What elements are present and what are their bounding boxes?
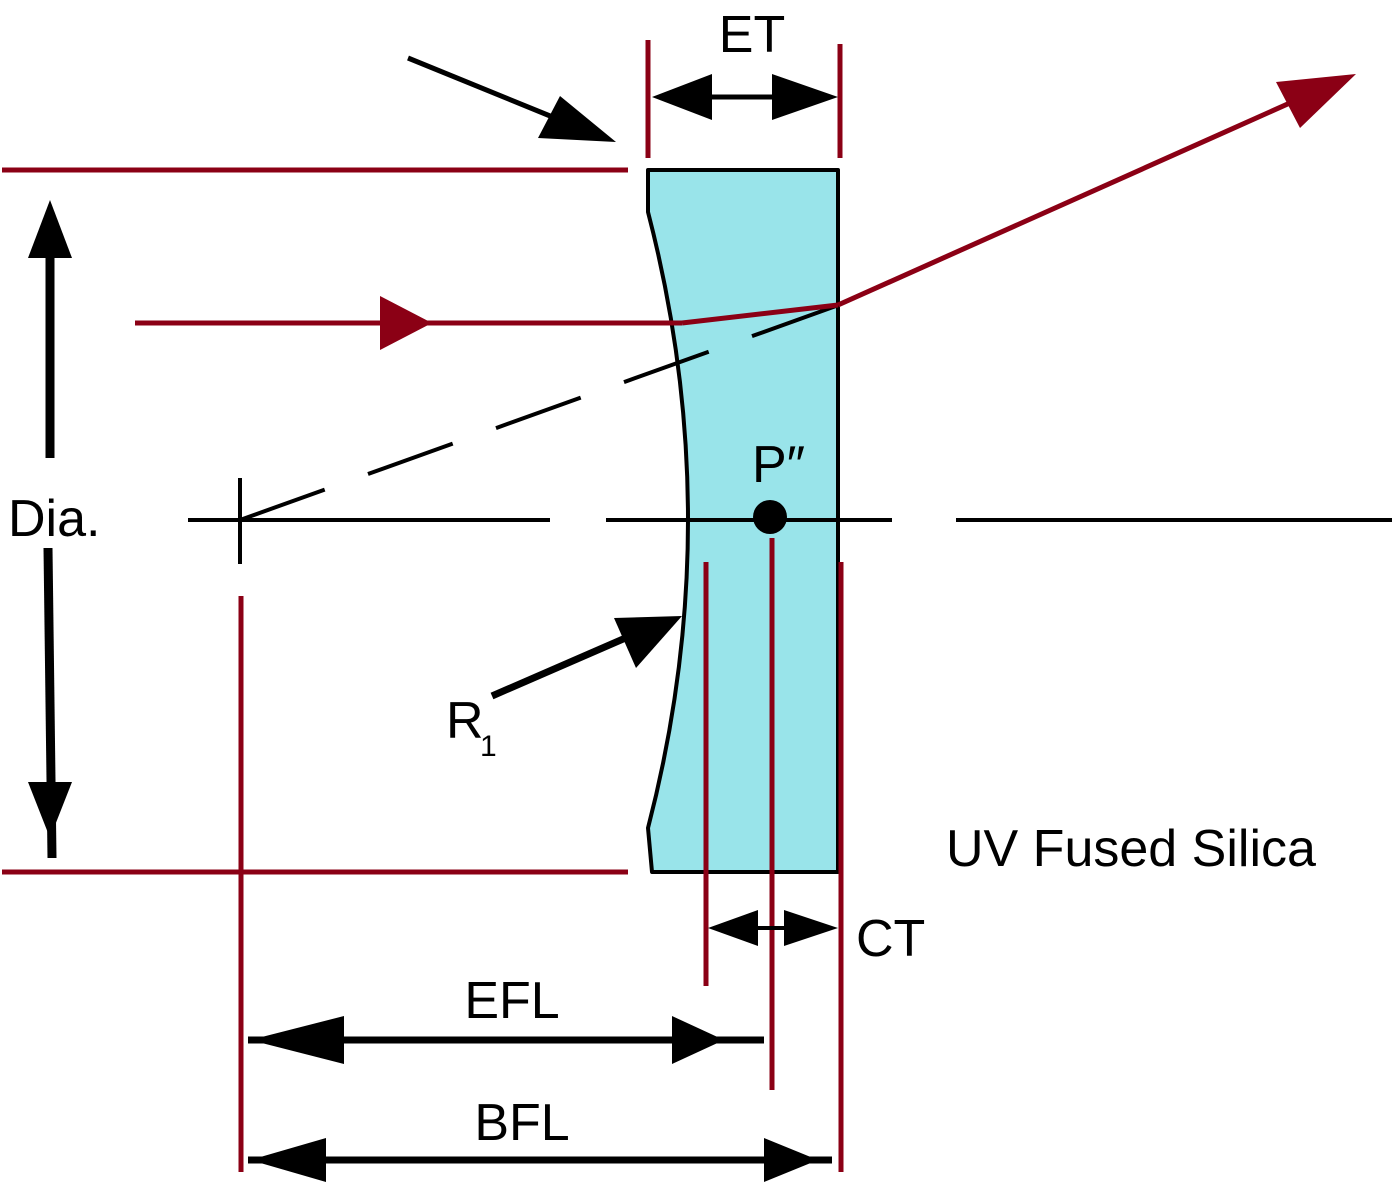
- outgoing-ray: [836, 74, 1356, 308]
- radius-subscript: 1: [480, 730, 497, 763]
- radius-label: R: [446, 692, 484, 750]
- efl-label: EFL: [464, 972, 559, 1030]
- refracted-ray: [681, 302, 839, 326]
- ct-label: CT: [856, 910, 925, 968]
- et-dimension-arrow: [652, 74, 838, 120]
- efl-dimension-arrow: [248, 1016, 764, 1064]
- edge-pointer-arrow: [407, 55, 616, 142]
- virtual-ray-dashed: [239, 304, 837, 522]
- bfl-label: BFL: [474, 1094, 569, 1152]
- principal-point-dot: [753, 500, 787, 534]
- principal-point-label: P″: [752, 436, 805, 494]
- incoming-ray: [135, 296, 682, 350]
- radius-pointer-arrow: [490, 616, 682, 700]
- ct-dimension-arrow: [708, 910, 838, 946]
- material-label: UV Fused Silica: [946, 820, 1316, 878]
- diameter-dimension-arrow: [28, 200, 72, 859]
- et-label: ET: [719, 6, 785, 64]
- bfl-dimension-arrow: [248, 1138, 832, 1182]
- diameter-label: Dia.: [8, 490, 100, 548]
